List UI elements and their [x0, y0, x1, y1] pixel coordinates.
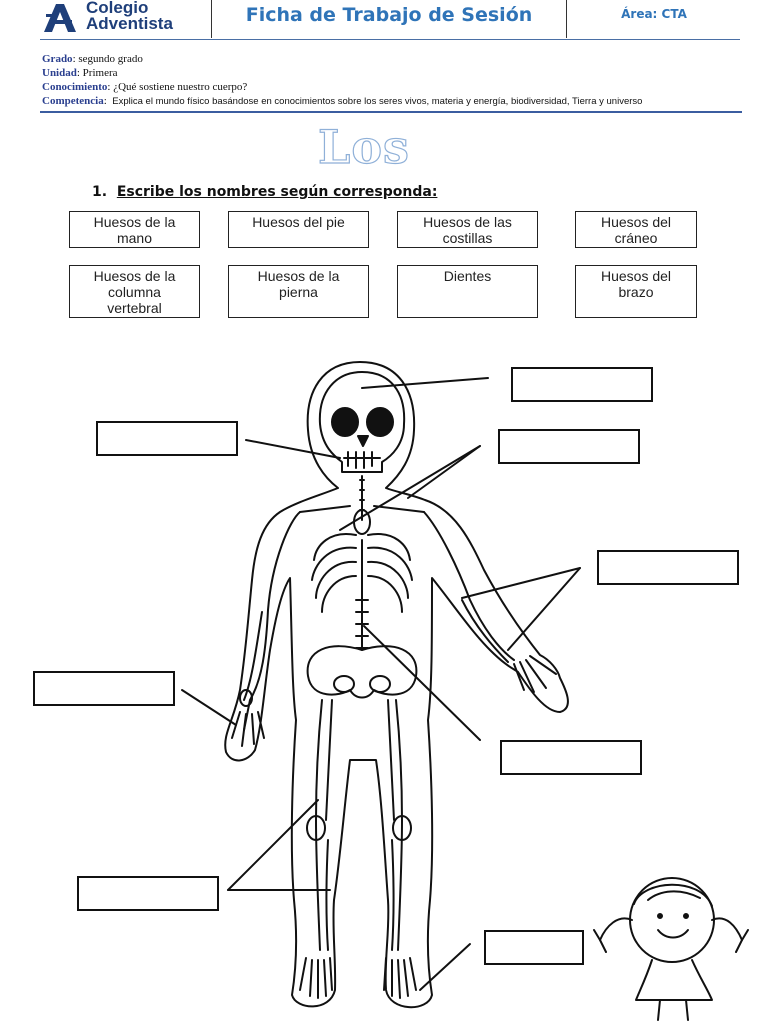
conocimiento-label: Conocimiento [42, 81, 108, 93]
word-bank-line: brazo [618, 284, 654, 300]
section-rule [40, 111, 742, 113]
competencia-value: Explica el mundo físico basándose en con… [112, 96, 643, 107]
page-title: Ficha de Trabajo de Sesión [245, 4, 533, 26]
word-bank-line: columna [108, 284, 161, 300]
question-number: 1. [92, 184, 108, 200]
unidad-label: Unidad [42, 67, 77, 79]
word-bank-line: Huesos de las [423, 214, 512, 230]
grado-row: Grado: segundo grado [42, 53, 143, 65]
school-name: Colegio Adventista [86, 0, 173, 32]
skeleton-illustration [181, 361, 749, 1021]
answer-box[interactable] [77, 876, 219, 911]
word-bank-line: cráneo [614, 230, 658, 246]
word-bank-line: pierna [279, 284, 318, 300]
question-text: Escribe los nombres según corresponda: [116, 184, 438, 200]
worksheet-title: Los [317, 119, 410, 174]
session-info: Grado: segundo grado Unidad: Primera Con… [42, 52, 642, 109]
word-bank-line: mano [116, 230, 153, 246]
word-bank-item: Huesos de la mano [69, 211, 200, 248]
word-bank-line: Huesos de la [257, 268, 340, 284]
word-bank-line: Huesos de la [93, 268, 176, 284]
word-bank-line: Huesos del [600, 268, 672, 284]
word-bank-item: Dientes [397, 265, 538, 318]
girl-illustration [593, 877, 749, 1021]
word-bank-line: costillas [442, 230, 493, 246]
word-bank-line: Huesos del pie [252, 214, 345, 230]
header-divider [211, 0, 212, 38]
answer-box[interactable] [597, 550, 739, 585]
answer-box[interactable] [498, 429, 640, 464]
header-divider [566, 0, 567, 38]
word-bank-item: Huesos de la pierna [228, 265, 369, 318]
school-name-line2: Adventista [86, 14, 173, 33]
grado-label: Grado [42, 53, 73, 65]
school-logo [42, 2, 78, 32]
area-label: Área: CTA [621, 7, 687, 21]
word-bank-line: Huesos de la [93, 214, 176, 230]
answer-box[interactable] [484, 930, 584, 965]
word-bank-line: vertebral [107, 300, 162, 316]
competencia-label: Competencia [42, 95, 104, 107]
word-bank-line: Huesos del [600, 214, 672, 230]
conocimiento-row: Conocimiento: ¿Qué sostiene nuestro cuer… [42, 81, 248, 93]
grado-value: segundo grado [78, 53, 143, 65]
word-bank-item: Huesos del brazo [575, 265, 697, 318]
answer-box[interactable] [33, 671, 175, 706]
answer-box[interactable] [511, 367, 653, 402]
word-bank-item: Huesos del pie [228, 211, 369, 248]
logo-icon [44, 4, 76, 32]
word-bank-item: Huesos del cráneo [575, 211, 697, 248]
competencia-row: Competencia: Explica el mundo físico bas… [42, 95, 643, 107]
word-bank-item: Huesos de la columna vertebral [69, 265, 200, 318]
unidad-row: Unidad: Primera [42, 67, 118, 79]
answer-box[interactable] [500, 740, 642, 775]
answer-box[interactable] [96, 421, 238, 456]
conocimiento-value: ¿Qué sostiene nuestro cuerpo? [113, 81, 248, 93]
unidad-value: Primera [82, 67, 118, 79]
question-1: 1. Escribe los nombres según corresponda… [92, 184, 437, 200]
word-bank-line: Dientes [443, 268, 492, 284]
header-rule [40, 39, 740, 40]
word-bank-item: Huesos de las costillas [397, 211, 538, 248]
header: Colegio Adventista Ficha de Trabajo de S… [0, 0, 768, 40]
school-name-line1: Colegio [86, 0, 149, 17]
